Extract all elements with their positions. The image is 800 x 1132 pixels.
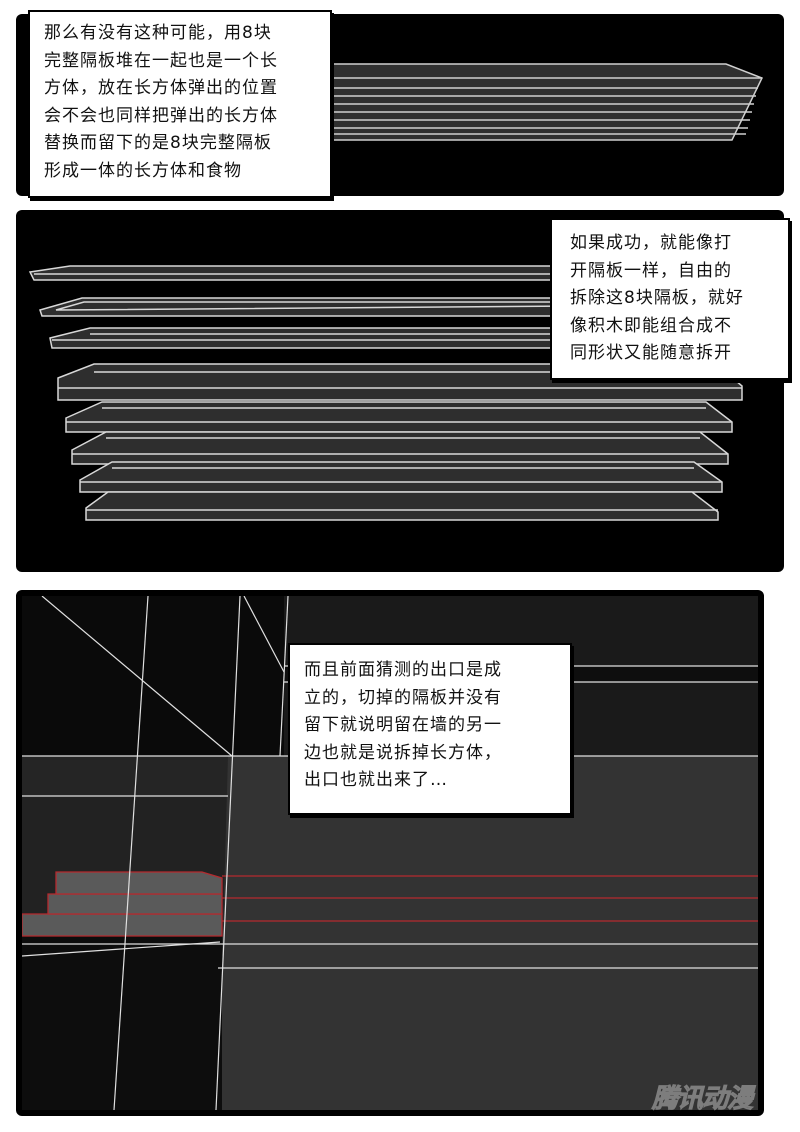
bubble-1-line: 那么有没有这种可能，用8块 <box>44 23 272 43</box>
bubble-1-line: 完整隔板堆在一起也是一个长 <box>44 50 278 71</box>
stacked-planks-illustration <box>331 63 764 141</box>
panel-2 <box>16 210 784 572</box>
bubble-2-line: 像积木即能组合成不 <box>570 315 732 336</box>
bubble-3-line: 立的，切掉的隔板并没有 <box>304 687 502 708</box>
bubble-1-line: 替换而留下的是8块完整隔板 <box>44 133 272 153</box>
bubble-3-line: 出口也就出来了… <box>304 770 448 790</box>
bubble-2-line: 开隔板一样，自由的 <box>570 260 732 281</box>
speech-bubble-2: 如果成功，就能像打 开隔板一样，自由的 拆除这8块隔板，就好 像积木即能组合成不… <box>550 218 790 380</box>
bubble-3-line: 留下就说明留在墙的另一 <box>304 715 502 735</box>
bubble-1-line: 方体，放在长方体弹出的位置 <box>44 78 278 98</box>
bubble-2-line: 同形状又能随意拆开 <box>570 343 732 363</box>
bubble-1-line: 形成一体的长方体和食物 <box>44 160 242 181</box>
bubble-3-line: 边也就是说拆掉长方体， <box>304 742 502 763</box>
bubble-2-line: 如果成功，就能像打 <box>570 233 732 253</box>
publisher-watermark-logo: 腾讯动漫 <box>651 1084 753 1115</box>
bubble-1-line: 会不会也同样把弹出的长方体 <box>44 105 278 126</box>
bubble-2-line: 拆除这8块隔板，就好 <box>570 288 744 308</box>
bubble-3-line: 而且前面猜测的出口是成 <box>304 660 502 680</box>
speech-bubble-1: 那么有没有这种可能，用8块 完整隔板堆在一起也是一个长 方体，放在长方体弹出的位… <box>28 10 332 198</box>
speech-bubble-3: 而且前面猜测的出口是成 立的，切掉的隔板并没有 留下就说明留在墙的另一 边也就是… <box>288 643 572 815</box>
